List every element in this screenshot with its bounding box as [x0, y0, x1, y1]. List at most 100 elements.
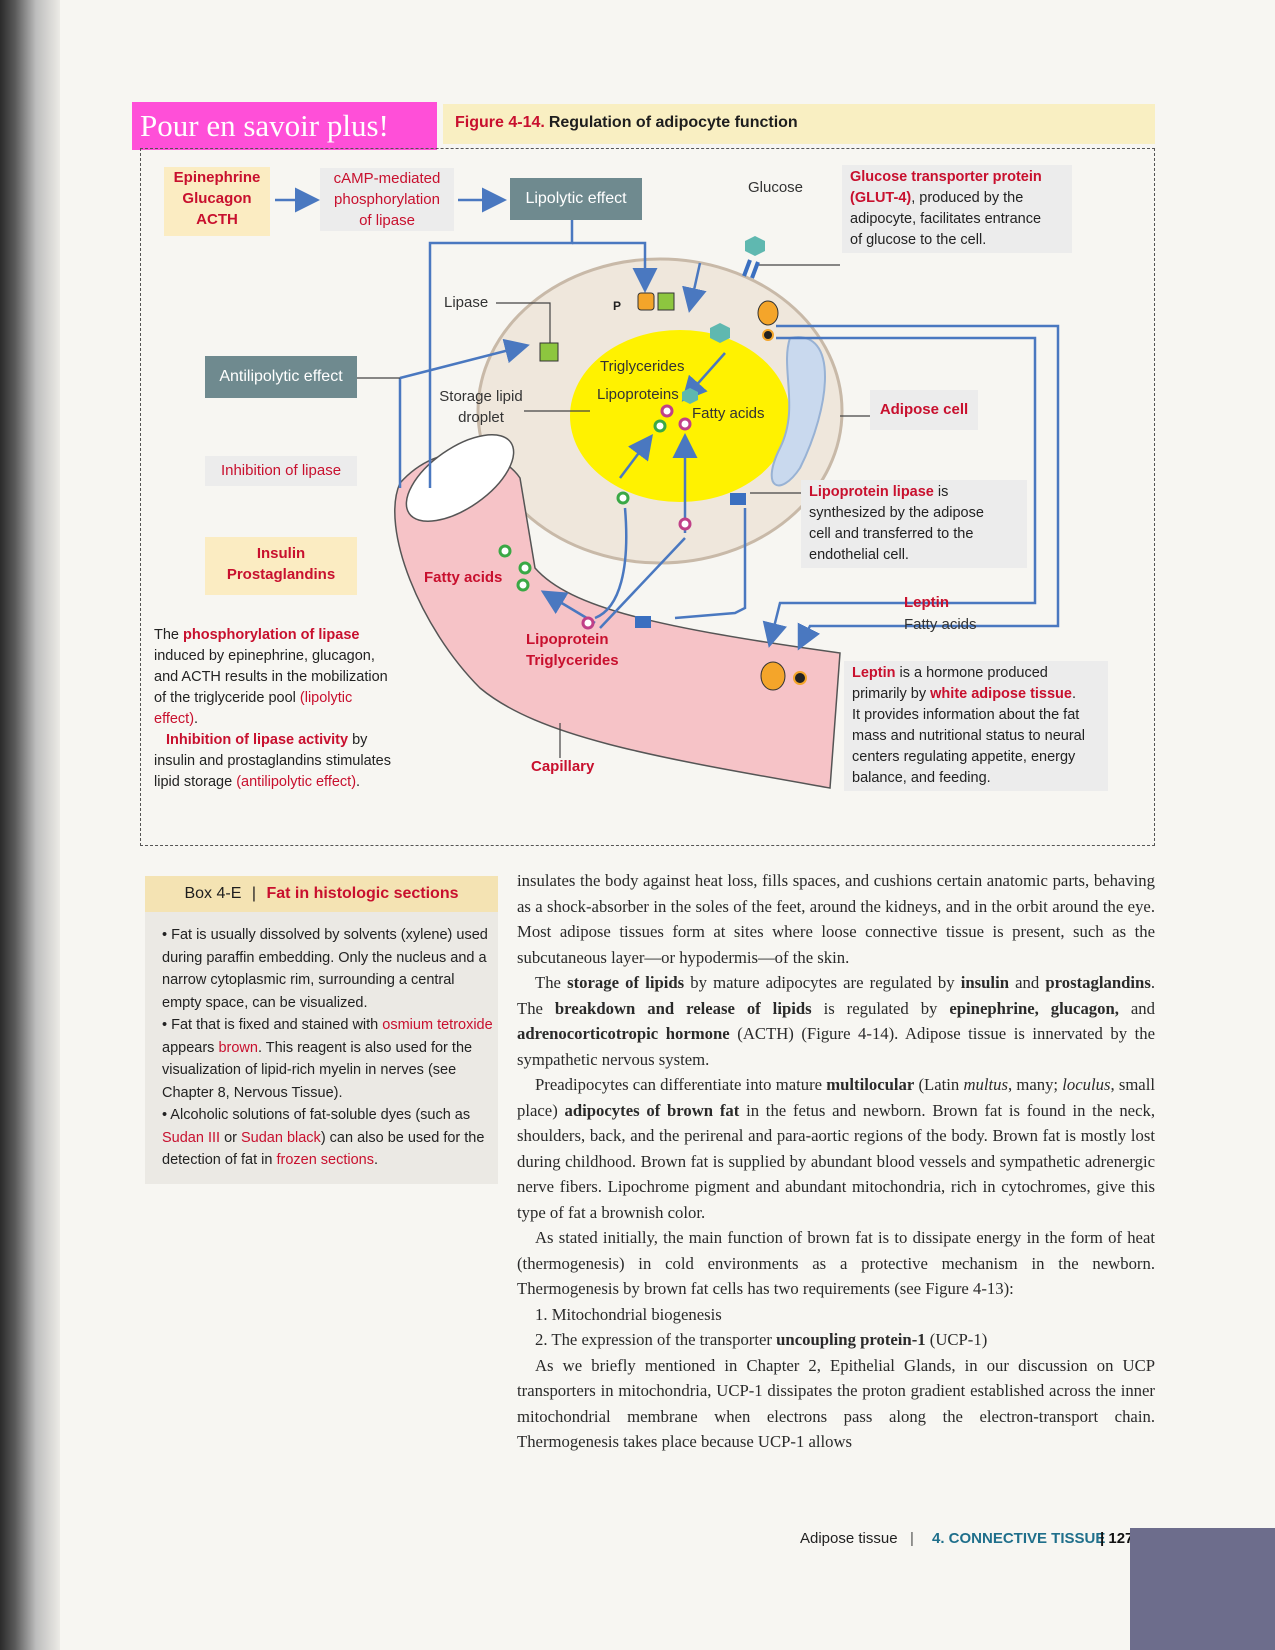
capillary-lumen	[405, 434, 515, 522]
figure-title-text: Regulation of adipocyte function	[548, 114, 798, 131]
phos-the: The	[154, 627, 184, 643]
box-label: Box 4-E	[184, 885, 242, 902]
p2f: prostaglandins	[1045, 973, 1151, 992]
camp-line-3: of lipase	[359, 212, 415, 229]
insulin-box: Insulin Prostaglandins	[205, 537, 357, 595]
footer-section: Adipose tissue	[800, 1530, 898, 1547]
label-insulin: Insulin	[256, 545, 306, 562]
p3g: , small place)	[517, 1075, 1155, 1120]
box-bullet-2: • Fat that is fixed and stained with osm…	[162, 1014, 494, 1104]
triglycerides-line: Triglycerides	[526, 652, 619, 669]
glucose-molecules	[682, 236, 765, 404]
book-binding-shadow	[0, 0, 60, 1650]
glucose-label: Glucose	[748, 179, 804, 196]
li2c: (UCP-1)	[925, 1330, 988, 1349]
p2d: insulin	[960, 973, 1009, 992]
capillary-shape	[394, 451, 841, 789]
phos-l6title: Inhibition of lipase activity	[166, 732, 349, 748]
lipoprotein-triglycerides-label: Lipoprotein Triglycerides	[526, 629, 619, 671]
b3pink1: Sudan III	[162, 1129, 221, 1146]
body-p4: As stated initially, the main function o…	[517, 1228, 1155, 1298]
fatty-acid-molecules	[498, 404, 692, 630]
glut4-title: Glucose transporter protein	[850, 169, 1042, 185]
lpl-title: Lipoprotein lipase	[809, 484, 934, 500]
lipoprotein-lipase-note: Lipoprotein lipase is synthesized by the…	[801, 480, 1027, 568]
figure-title: Figure 4-14.Regulation of adipocyte func…	[443, 104, 1155, 144]
body-p5: As we briefly mentioned in Chapter 2, Ep…	[517, 1355, 1155, 1452]
lpl-rest2: synthesized by the adipose	[809, 505, 984, 521]
phosphorylation-note: The phosphorylation of lipase induced by…	[154, 625, 394, 793]
storage-lipid-droplet-label: Storage lipid droplet	[436, 386, 526, 428]
phos-l2: induced by epinephrine, glucagon,	[154, 648, 375, 664]
box-4e-panel	[145, 876, 498, 1184]
phos-title: phosphorylation of lipase	[183, 627, 360, 643]
lpl-rest3: cell and transferred to the	[809, 526, 974, 542]
camp-line-1: cAMP-mediated	[333, 170, 441, 187]
leptin-note-rest4: It provides information about the fat	[852, 707, 1080, 723]
leptin-note-rest5: mass and nutritional status to neural	[852, 728, 1085, 744]
b2b: appears	[162, 1039, 219, 1056]
leptin-note-rest3: .	[1071, 686, 1077, 702]
nucleus-shape	[770, 336, 826, 487]
box-bullet-1: • Fat is usually dissolved by solvents (…	[162, 927, 488, 1011]
capillary-label: Capillary	[531, 758, 595, 775]
phos-l5: .	[194, 711, 199, 727]
label-glucagon: Glucagon	[182, 190, 252, 207]
banner-pour-en-savoir-plus: Pour en savoir plus!	[132, 102, 437, 150]
b3d: .	[374, 1152, 379, 1168]
body-li2: 2. The expression of the transporter unc…	[517, 1327, 1155, 1353]
b3c: ) can also be used for the detection of …	[162, 1129, 485, 1169]
leptin-note-white: white adipose tissue	[930, 686, 1072, 702]
p2k: and	[1118, 998, 1155, 1018]
p2l: adrenocorticotropic hormone	[517, 1024, 730, 1043]
phos-l4: of the triglyceride pool	[154, 690, 300, 706]
leptin-note-rest2: primarily by	[852, 686, 931, 702]
glut4-rest2: adipocyte, facilitates entrance	[850, 211, 1042, 227]
b3a: • Alcoholic solutions of fat-soluble dye…	[162, 1107, 471, 1123]
phos-l5pink: effect)	[154, 711, 195, 727]
leptin-note-title: Leptin	[852, 665, 896, 681]
label-acth: ACTH	[196, 211, 238, 228]
p3e: , many;	[1007, 1075, 1063, 1094]
box-bullet-3: • Alcoholic solutions of fat-soluble dye…	[162, 1104, 494, 1172]
leptin-note-rest6: centers regulating appetite, energy	[852, 749, 1076, 765]
p2j: epinephrine, glucagon,	[949, 998, 1119, 1018]
body-p3: Preadipocytes can differentiate into mat…	[517, 1072, 1155, 1225]
lpl-rest1: is	[933, 484, 949, 500]
storage-line-1: Storage lipid	[439, 388, 523, 405]
lipoproteins-label: Lipoproteins	[597, 386, 679, 403]
p3h: adipocytes of brown fat	[564, 1100, 740, 1120]
li2b: uncoupling protein-1	[776, 1330, 926, 1349]
p2b: storage of lipids	[567, 973, 685, 992]
phos-l3: and ACTH results in the mobilization	[154, 669, 388, 685]
adipocyte-diagram	[275, 187, 1060, 789]
p2c: by mature adipocytes are regulated by	[684, 973, 961, 992]
camp-line-2: phosphorylation	[334, 191, 440, 208]
phos-l4pink: (lipolytic	[299, 690, 353, 706]
lipolytic-effect-box: Lipolytic effect	[510, 178, 642, 220]
chapter-thumb-tab	[1130, 1528, 1275, 1650]
body-p2: The storage of lipids by mature adipocyt…	[517, 970, 1155, 1072]
leptin-label: Leptin	[904, 594, 949, 611]
body-li1: 1. Mitochondrial biogenesis	[535, 1304, 722, 1324]
antilipolytic-effect-box: Antilipolytic effect	[205, 356, 357, 398]
lipid-droplet-shape	[570, 330, 790, 502]
lipase-icons	[539, 292, 746, 628]
leptin-note-rest1: is a hormone produced	[895, 665, 1048, 681]
figure-number: Figure 4-14.	[455, 114, 545, 131]
footer-sep: |	[910, 1530, 914, 1547]
p3i: in the fetus and newborn. Brown fat is f…	[517, 1100, 1155, 1222]
b3pink2: Sudan black	[241, 1129, 321, 1146]
lpl-rest4: endothelial cell.	[809, 547, 909, 563]
hormones-top-box: Epinephrine Glucagon ACTH	[164, 167, 270, 236]
p3f: loculus	[1062, 1075, 1111, 1094]
li2a: 2. The expression of the transporter	[535, 1330, 777, 1349]
glut4-abbr: (GLUT-4)	[850, 190, 912, 206]
fatty-acids-capillary-label: Fatty acids	[424, 569, 503, 586]
p3c: (Latin	[914, 1075, 964, 1094]
triglycerides-inner-label: Triglycerides	[600, 358, 685, 375]
p2n: (Figure 4-14). Adipose tissue is innerva…	[517, 1024, 1155, 1069]
footer-page-number: | 127	[1100, 1530, 1134, 1547]
box-4e-header: Box 4-E | Fat in histologic sections	[145, 876, 498, 912]
phos-l6: by	[348, 732, 368, 748]
